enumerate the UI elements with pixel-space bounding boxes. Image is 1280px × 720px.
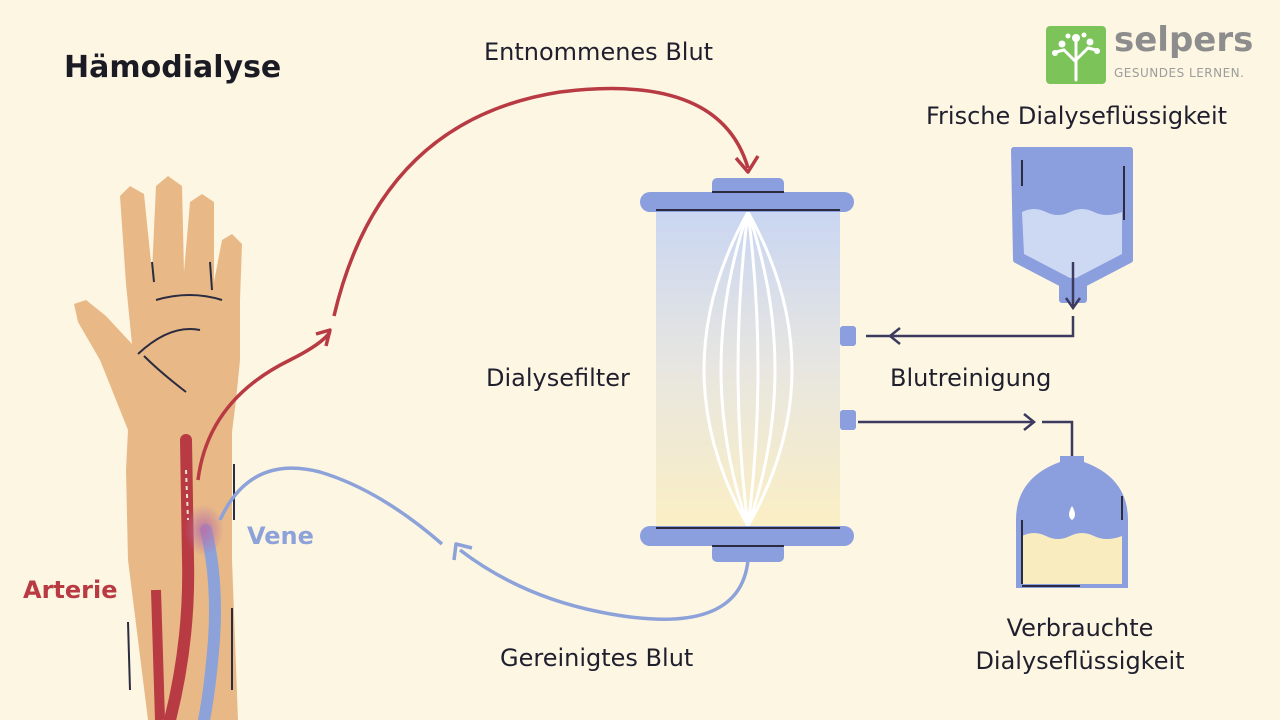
label-cleaned-blood: Gereinigtes Blut <box>500 644 694 672</box>
fistula-highlight <box>184 504 224 556</box>
dialysis-filter <box>640 178 856 562</box>
artery-vessel <box>164 434 195 720</box>
arrow-head-icon <box>315 328 332 347</box>
label-fresh-dialysate: Frische Dialyseflüssigkeit <box>926 102 1228 130</box>
label-dialysis-filter: Dialysefilter <box>486 364 630 392</box>
label-vein: Vene <box>247 522 314 550</box>
arrow-head-icon <box>734 155 760 174</box>
tree-logo-icon <box>1046 26 1106 84</box>
arrow-head-icon <box>1023 413 1037 431</box>
fresh-dialysate-bag <box>1011 147 1133 311</box>
label-artery: Arterie <box>23 576 118 604</box>
logo-wordmark: selpers <box>1114 20 1254 60</box>
page-title: Hämodialyse <box>64 50 282 85</box>
arrow-head-icon <box>887 327 901 345</box>
withdrawn-blood-line <box>196 330 332 481</box>
fresh-dialysate-line <box>866 316 1075 338</box>
cleaned-blood-line <box>458 548 750 622</box>
label-blood-cleaning: Blutreinigung <box>890 364 1052 392</box>
selpers-logo: selpers GESUNDES LERNEN. <box>1046 20 1256 84</box>
label-withdrawn-blood: Entnommenes Blut <box>484 38 714 66</box>
logo-tagline: GESUNDES LERNEN. <box>1114 66 1245 80</box>
arrow-head-icon <box>452 542 473 561</box>
arm-hand-illustration <box>74 176 242 720</box>
vein-vessel <box>198 524 221 720</box>
used-dialysate-bag <box>1016 456 1128 588</box>
label-used-dialysate: Verbrauchte Dialyseflüssigkeit <box>975 614 1185 675</box>
